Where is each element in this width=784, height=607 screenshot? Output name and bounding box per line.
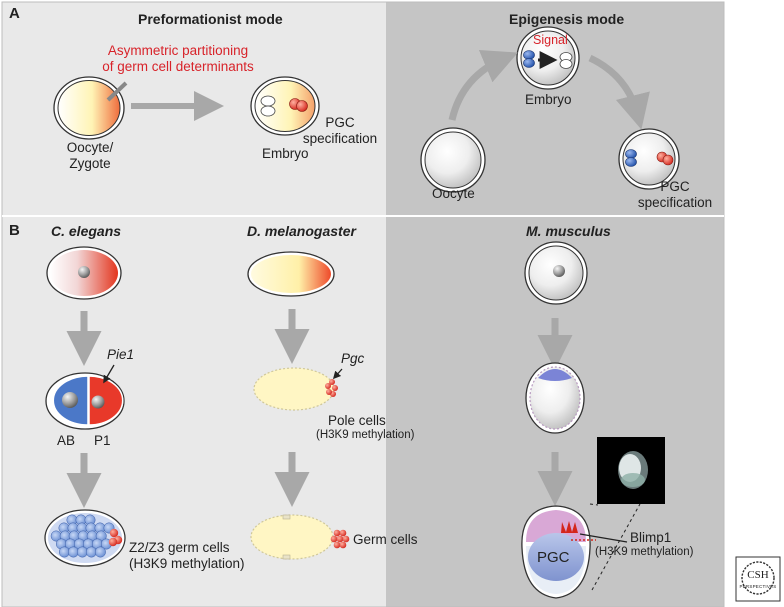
pgc-specification-label-epigenesis: PGC specification (637, 179, 713, 210)
m-musculus-blastocyst (525, 362, 585, 434)
embryo-photo-inset (597, 437, 665, 504)
d-melanogaster-title: D. melanogaster (247, 223, 356, 239)
pie1-pointer (103, 364, 115, 384)
panel-b-letter: B (9, 222, 20, 239)
blimp1-sublabel: (H3K9 methylation) (595, 546, 694, 558)
m-musculus-title: M. musculus (526, 223, 611, 239)
panel-a-letter: A (9, 5, 20, 22)
c-elegans-title: C. elegans (51, 223, 122, 239)
preformationist-title: Preformationist mode (138, 11, 283, 27)
arrow-oocyte-to-embryo (448, 49, 518, 121)
epigenesis-title: Epigenesis mode (509, 11, 625, 27)
oocyte-zygote-cell (53, 76, 125, 140)
embryo-cell-preformation (250, 76, 320, 136)
pgc-gene-label: Pgc (341, 351, 365, 366)
logo-text-bottom: PERSPECTIVES (739, 584, 777, 589)
oocyte-zygote-label: Oocyte/ Zygote (66, 140, 114, 171)
m-musculus-oocyte (524, 241, 588, 305)
red-germ-cell (108, 537, 118, 547)
p1-cell-label: P1 (94, 433, 111, 448)
csh-perspectives-logo (735, 556, 781, 602)
d-melanogaster-germ-embryo (250, 514, 350, 560)
embryo-label-epigenesis: Embryo (525, 92, 572, 107)
annotation-pointer (106, 81, 128, 102)
red-germ-cell (109, 528, 119, 538)
z2-z3-germ-cells-label: Z2/Z3 germ cells (H3K9 methylation) (129, 540, 245, 571)
pole-cells-label: Pole cells (328, 413, 386, 428)
c-elegans-two-cell (45, 372, 125, 430)
blimp1-label: Blimp1 (630, 530, 672, 545)
pgc-label-mouse: PGC (537, 549, 570, 566)
signal-label: Signal (533, 33, 568, 47)
oocyte-cell-epigenesis (420, 127, 486, 193)
ab-cell-label: AB (57, 433, 76, 448)
oocyte-label-epigenesis: Oocyte (432, 186, 475, 201)
asymmetric-partitioning-annotation: Asymmetric partitioning of germ cell det… (102, 43, 254, 74)
logo-text-top: CSH (747, 569, 769, 581)
inset-zoom-line-bottom (591, 503, 641, 591)
blue-somatic-cell (94, 546, 106, 558)
germ-cells-label: Germ cells (353, 532, 418, 547)
embryo-label-preformation: Embryo (262, 146, 309, 161)
pie1-label: Pie1 (107, 347, 135, 362)
arrow-embryo-to-pgc (588, 54, 650, 130)
inset-zoom-line-top (589, 503, 599, 506)
pgc-specification-label-preformation: PGC specification (302, 115, 378, 146)
m-musculus-egg-cylinder (521, 505, 596, 599)
embryo-cell-epigenesis (516, 26, 580, 90)
d-melanogaster-oocyte (247, 251, 335, 297)
pgc-pointer (332, 368, 343, 380)
d-melanogaster-pole-embryo (253, 367, 338, 411)
pole-cells-sublabel: (H3K9 methylation) (316, 429, 415, 441)
c-elegans-germ-embryo (44, 509, 126, 567)
pgc-cell-epigenesis (618, 128, 680, 190)
figure-frame (1, 1, 725, 607)
c-elegans-zygote (46, 246, 122, 300)
